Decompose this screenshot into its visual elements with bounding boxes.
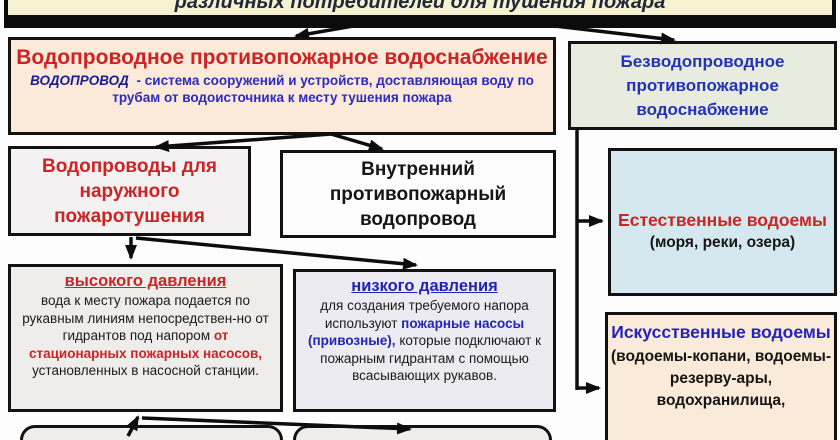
waterpipe-definition: ВОДОПРОВОД - система сооружений и устрой… <box>11 70 553 106</box>
artificial-reservoirs-examples: (водоемы-копани, водоемы-резерву-ары, во… <box>610 348 832 409</box>
high-pressure-box: высокого давления вода к месту пожара по… <box>8 264 283 412</box>
title-banner-text: различных потребителей для тушения пожар… <box>174 0 666 13</box>
bottom-right-cutoff-box <box>293 425 552 440</box>
artificial-reservoirs-box: Искусственные водоемы (водоемы-копани, в… <box>605 312 837 440</box>
no-waterpipe-supply-box: Безводопроводное противопожарное водосна… <box>568 41 837 130</box>
low-pressure-text-1: для создания требуемого напора использую… <box>320 298 529 331</box>
low-pressure-title: низкого давления <box>351 277 498 295</box>
low-pressure-text-2: которые подключают к пожарным гидрантам … <box>320 333 541 383</box>
artificial-reservoirs-title: Искусственные водоемы <box>611 322 831 342</box>
natural-reservoirs-box: Естественные водоемы (моря, реки, озера) <box>608 148 837 296</box>
external-firefighting-waterpipes-box: Водопроводы для наружного пожаротушения <box>8 146 251 236</box>
low-pressure-emphasis: пожарные насосы (привозные), <box>308 315 525 349</box>
external-firefighting-waterpipes-title: Водопроводы для наружного пожаротушения <box>42 155 217 227</box>
high-pressure-title: высокого давления <box>64 272 227 290</box>
low-pressure-box: низкого давления для создания требуемого… <box>293 269 556 412</box>
waterpipe-definition-text: - система сооружений и устройств, достав… <box>112 73 534 105</box>
bottom-left-cutoff-box <box>20 425 283 440</box>
natural-reservoirs-title: Естественные водоемы <box>618 209 827 230</box>
high-pressure-description: вода к месту пожара подается по рукавным… <box>16 292 275 380</box>
internal-fire-waterpipe-title: Внутренний противопожарный водопровод <box>329 158 507 230</box>
high-pressure-text-2: установленных в насосной станции. <box>32 363 259 378</box>
natural-reservoirs-examples: (моря, реки, озера) <box>649 233 796 251</box>
high-pressure-emphasis: от стационарных пожарных насосов, <box>28 328 263 361</box>
no-waterpipe-supply-title: Безводопроводное противопожарное водосна… <box>620 51 785 119</box>
waterpipe-supply-box: Водопроводное противопожарное водоснабже… <box>8 37 556 135</box>
waterpipe-supply-title: Водопроводное противопожарное водоснабже… <box>16 46 548 69</box>
low-pressure-description: для создания требуемого напора использую… <box>301 297 548 385</box>
internal-fire-waterpipe-box: Внутренний противопожарный водопровод <box>280 150 556 238</box>
title-banner: различных потребителей для тушения пожар… <box>4 0 836 28</box>
high-pressure-text-1: вода к месту пожара подается по рукавным… <box>22 293 269 343</box>
waterpipe-definition-term: ВОДОПРОВОД <box>30 73 129 88</box>
